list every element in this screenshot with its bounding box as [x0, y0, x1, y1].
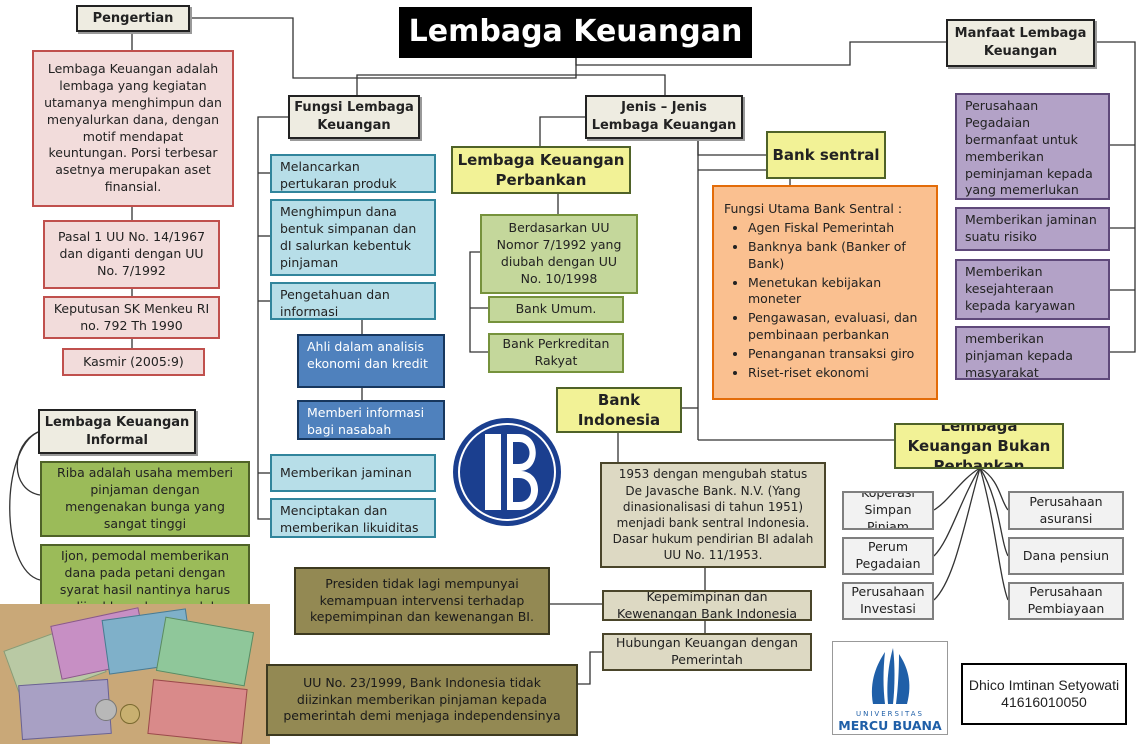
fungsi-item-3: Pengetahuan dan informasi [270, 282, 436, 320]
pengertian-definition: Lembaga Keuangan adalah lembaga yang keg… [32, 50, 234, 207]
bank-indonesia-hubungan-note: UU No. 23/1999, Bank Indonesia tidak dii… [266, 664, 578, 736]
mercu-buana-logo-line1: UNIVERSITAS [856, 710, 924, 718]
fungsi-item-5: Memberi informasi bagi nasabah [297, 400, 445, 440]
manfaat-item-3: Memberikan kesejahteraan kepada karyawan [955, 259, 1110, 320]
bank-sentral-function-item: Penanganan transaksi giro [748, 346, 926, 363]
page-title: Lembaga Keuangan [399, 7, 752, 58]
money-illustration [0, 604, 270, 744]
bank-sentral-function-item: Pengawasan, evaluasi, dan pembinaan perb… [748, 310, 926, 344]
bank-sentral-functions: Fungsi Utama Bank Sentral : Agen Fiskal … [712, 185, 938, 400]
author-name: Dhico Imtinan Setyowati [968, 677, 1120, 694]
bank-sentral-function-item: Menetukan kebijakan moneter [748, 275, 926, 309]
bukan-perbankan-left-1: Koperasi Simpan Pinjam [842, 491, 934, 530]
bukan-perbankan-header: Lembaga Keuangan Bukan Perbankan [894, 423, 1064, 469]
bukan-perbankan-right-1: Perusahaan asuransi [1008, 491, 1124, 530]
manfaat-item-1: Perusahaan Pegadaian bermanfaat untuk me… [955, 93, 1110, 200]
fungsi-item-6: Memberikan jaminan [270, 454, 436, 492]
pengertian-source-1: Pasal 1 UU No. 14/1967 dan diganti denga… [43, 220, 220, 289]
bukan-perbankan-left-2: Perum Pegadaian [842, 537, 934, 575]
pengertian-header: Pengertian [76, 5, 190, 32]
manfaat-item-4: memberikan pinjaman kepada masyarakat [955, 326, 1110, 380]
informal-item-riba: Riba adalah usaha memberi pinjaman denga… [40, 461, 250, 537]
mercu-buana-logo-line2: MERCU BUANA [838, 718, 942, 733]
perbankan-item-bank-umum: Bank Umum. [488, 296, 624, 323]
manfaat-header: Manfaat Lembaga Keuangan [946, 19, 1095, 67]
bank-sentral-function-item: Banknya bank (Banker of Bank) [748, 239, 926, 273]
pengertian-source-2: Keputusan SK Menkeu RI no. 792 Th 1990 [43, 296, 220, 339]
fungsi-item-7: Menciptakan dan memberikan likuiditas [270, 498, 436, 538]
fungsi-item-2: Menghimpun dana bentuk simpanan dan dI s… [270, 199, 436, 276]
bank-indonesia-kepemimpinan: Kepemimpinan dan Kewenangan Bank Indones… [602, 590, 812, 621]
bank-sentral-function-item: Agen Fiskal Pemerintah [748, 220, 926, 237]
bank-indonesia-header: Bank Indonesia [556, 387, 682, 433]
bank-sentral-function-item: Riset-riset ekonomi [748, 365, 926, 382]
bukan-perbankan-left-3: Perusahaan Investasi [842, 582, 934, 620]
fungsi-item-4: Ahli dalam analisis ekonomi dan kredit [297, 334, 445, 388]
informal-header: Lembaga Keuangan Informal [38, 409, 196, 454]
bank-sentral-functions-title: Fungsi Utama Bank Sentral : [724, 201, 903, 216]
bank-indonesia-kepemimpinan-note: Presiden tidak lagi mempunyai kemampuan … [294, 567, 550, 635]
fungsi-item-1: Melancarkan pertukaran produk [270, 154, 436, 193]
bank-indonesia-history: 1953 dengan mengubah status De Javasche … [600, 462, 826, 568]
bukan-perbankan-right-2: Dana pensiun [1008, 537, 1124, 575]
mercu-buana-logo: UNIVERSITAS MERCU BUANA [832, 641, 948, 735]
author-box: Dhico Imtinan Setyowati 41616010050 [961, 663, 1127, 725]
fungsi-header: Fungsi Lembaga Keuangan [288, 95, 420, 139]
perbankan-basis: Berdasarkan UU Nomor 7/1992 yang diubah … [480, 214, 638, 294]
author-id: 41616010050 [1001, 694, 1087, 710]
perbankan-header: Lembaga Keuangan Perbankan [451, 146, 631, 194]
jenis-header: Jenis – Jenis Lembaga Keuangan [585, 95, 743, 139]
bank-sentral-header: Bank sentral [766, 131, 886, 179]
pengertian-source-3: Kasmir (2005:9) [62, 348, 205, 376]
bank-indonesia-hubungan: Hubungan Keuangan dengan Pemerintah [602, 633, 812, 671]
manfaat-item-2: Memberikan jaminan suatu risiko [955, 207, 1110, 251]
perbankan-item-bpr: Bank Perkreditan Rakyat [488, 333, 624, 373]
bukan-perbankan-right-3: Perusahaan Pembiayaan [1008, 582, 1124, 620]
bank-indonesia-logo [445, 416, 585, 528]
